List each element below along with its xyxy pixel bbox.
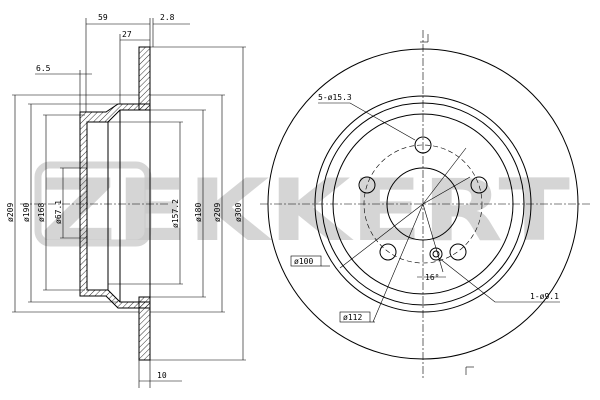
dim-d67-1: ø67.1	[54, 200, 63, 224]
label-pin-hole: 1-ø9.1	[530, 292, 559, 301]
dim-d157-2: ø157.2	[171, 199, 180, 228]
label-ring-diameter: ø112	[343, 313, 362, 322]
dim-10: 10	[157, 371, 167, 380]
dim-59: 59	[98, 13, 108, 22]
label-angle: 16°	[425, 273, 439, 282]
bolt-holes	[358, 136, 488, 261]
disc-upper-section	[138, 46, 151, 111]
dim-27: 27	[122, 30, 132, 39]
dim-d209-left: ø209	[6, 203, 15, 222]
label-bolt-holes: 5-ø15.3	[318, 93, 352, 102]
dim-d300: ø300	[234, 203, 243, 222]
dim-2-8: 2.8	[160, 13, 175, 22]
side-section-view: 59 2.8 27 6.5 10 ø209 ø190 ø168 ø67.1 ø1…	[6, 13, 246, 388]
zekkert-watermark-logo: ZEKKERT	[34, 161, 570, 261]
dim-d168: ø168	[37, 203, 46, 222]
dim-6-5: 6.5	[36, 64, 51, 73]
label-bolt-circle: ø100	[294, 257, 313, 266]
dim-d190: ø190	[22, 203, 31, 222]
dim-d180: ø180	[194, 203, 203, 222]
front-view: 5-ø15.3 ø100 ø112 16° 1-ø9.1	[260, 30, 590, 380]
dim-d209-right: ø209	[213, 203, 222, 222]
